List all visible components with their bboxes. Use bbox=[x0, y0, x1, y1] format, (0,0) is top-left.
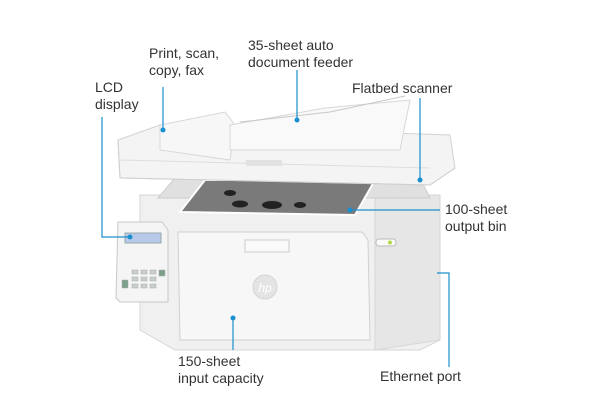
callout-output-bin: 100-sheet output bin bbox=[445, 201, 508, 234]
callout-lcd-display: LCD display bbox=[95, 79, 139, 112]
door-handle bbox=[244, 239, 290, 253]
callout-flatbed-scanner: Flatbed scanner bbox=[352, 80, 453, 96]
callout-lines bbox=[101, 70, 450, 367]
hp-logo-text: hp bbox=[258, 281, 272, 295]
hp-logo bbox=[252, 274, 278, 300]
printed-page bbox=[177, 179, 377, 217]
lcd-screen bbox=[124, 232, 162, 244]
power-button bbox=[375, 238, 397, 247]
callout-line-lcd bbox=[101, 117, 130, 238]
callout-line-ethernet bbox=[437, 272, 450, 367]
callout-dots bbox=[127, 117, 423, 321]
callout-document-feeder: 35-sheet auto document feeder bbox=[248, 37, 354, 70]
callout-print-scan-copy-fax: Print, scan, copy, fax bbox=[149, 45, 220, 78]
callout-input-capacity: 150-sheet input capacity bbox=[178, 353, 264, 386]
callout-ethernet-port: Ethernet port bbox=[380, 368, 461, 384]
keypad bbox=[121, 269, 166, 289]
